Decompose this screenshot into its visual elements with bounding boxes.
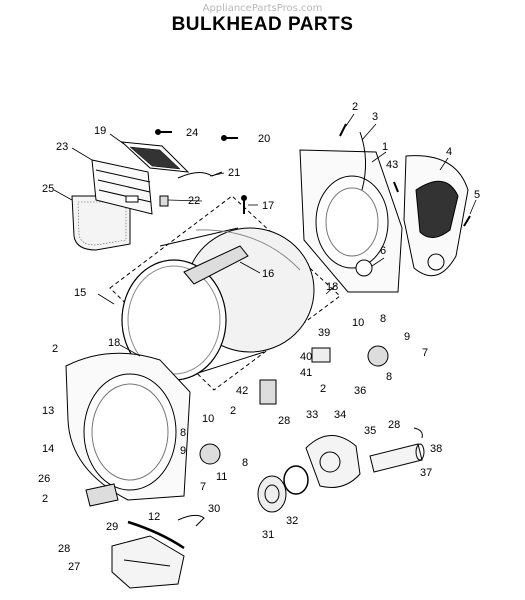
callout-28: 28 (58, 543, 70, 555)
callout-9: 9 (404, 331, 410, 343)
part-4-rear-duct[interactable] (403, 155, 469, 277)
callout-42: 42 (236, 385, 248, 397)
callout-24: 24 (186, 127, 198, 139)
callout-32: 32 (286, 515, 298, 527)
part-1-rear-bulkhead[interactable] (299, 149, 403, 293)
diagram-title: BULKHEAD PARTS (171, 14, 354, 35)
callout-8: 8 (242, 457, 248, 469)
callout-40: 40 (300, 351, 312, 363)
callout-33: 33 (306, 409, 318, 421)
site-watermark: AppliancePartsPros.com (202, 3, 323, 14)
callout-27: 27 (68, 561, 80, 573)
callout-labels: 1 2 3 4 5 43 6 17 16 15 18 18 19 23 25 2… (38, 101, 480, 573)
callout-41: 41 (300, 367, 312, 379)
callout-12: 12 (148, 511, 160, 523)
callout-36: 36 (354, 385, 366, 397)
leader-lines (53, 113, 477, 357)
callout-3: 3 (372, 111, 378, 123)
callout-34: 34 (334, 409, 346, 421)
part-26-pad[interactable] (85, 483, 119, 507)
callout-20: 20 (258, 133, 270, 145)
callout-38: 38 (430, 443, 442, 455)
part-13-front-bulkhead[interactable] (65, 352, 191, 501)
callout-10: 10 (202, 413, 214, 425)
part-43-screw[interactable] (393, 181, 399, 193)
part-10-roller-left[interactable] (199, 443, 221, 465)
callout-21: 21 (228, 167, 240, 179)
callout-19: 19 (94, 125, 106, 137)
part-31-blower-wheel[interactable] (257, 475, 287, 513)
callout-11: 11 (216, 471, 227, 483)
callout-31: 31 (262, 529, 274, 541)
callout-7: 7 (200, 481, 206, 493)
part-21-harness[interactable] (177, 171, 223, 179)
part-19-grille[interactable] (120, 141, 190, 173)
callout-8: 8 (180, 427, 186, 439)
callout-37: 37 (420, 467, 432, 479)
callout-35: 35 (364, 425, 376, 437)
part-23-lint-duct[interactable] (91, 159, 153, 215)
callout-4: 4 (446, 146, 452, 158)
part-16-baffle[interactable] (183, 245, 249, 285)
callout-2: 2 (320, 383, 326, 395)
part-2-screw-top[interactable] (339, 123, 347, 137)
callout-14: 14 (42, 443, 54, 455)
callout-9: 9 (180, 445, 186, 457)
callout-1: 1 (382, 141, 388, 153)
part-42-plate[interactable] (259, 379, 277, 405)
part-22-clip[interactable] (159, 195, 169, 207)
part-39-bracket[interactable] (311, 347, 331, 363)
callout-8: 8 (386, 371, 392, 383)
part-27-duct[interactable] (111, 535, 185, 589)
callout-18: 18 (108, 337, 120, 349)
callout-2: 2 (230, 405, 236, 417)
part-3-wire[interactable] (359, 131, 366, 191)
part-37-exhaust-duct[interactable] (369, 443, 425, 473)
part-5-screw[interactable] (463, 215, 471, 227)
part-24-screw[interactable] (155, 129, 173, 135)
callout-15: 15 (74, 287, 86, 299)
part-30-clip[interactable] (177, 514, 205, 527)
callout-28: 28 (388, 419, 400, 431)
callout-25: 25 (42, 183, 54, 195)
part-32-gasket[interactable] (283, 465, 309, 495)
part-33-blower-housing[interactable] (305, 435, 361, 488)
part-20-screw[interactable] (221, 135, 239, 141)
callout-23: 23 (56, 141, 68, 153)
callout-17: 17 (262, 200, 274, 212)
callout-2: 2 (52, 343, 58, 355)
callout-29: 29 (106, 521, 118, 533)
callout-43: 43 (386, 159, 398, 171)
callout-26: 26 (38, 473, 50, 485)
callout-7: 7 (422, 347, 428, 359)
part-38-clamp[interactable] (413, 427, 423, 439)
callout-10: 10 (352, 317, 364, 329)
callout-2: 2 (42, 493, 48, 505)
callout-2: 2 (352, 101, 358, 113)
callout-5: 5 (474, 189, 480, 201)
callout-6: 6 (380, 245, 386, 257)
callout-30: 30 (208, 503, 220, 515)
part-25-lint-screen[interactable] (71, 195, 131, 251)
part-10-roller-right[interactable] (367, 345, 389, 367)
callout-18: 18 (326, 281, 338, 293)
callout-22: 22 (188, 195, 200, 207)
callout-28: 28 (278, 415, 290, 427)
part-17-screw[interactable] (241, 195, 247, 215)
callout-16: 16 (262, 268, 274, 280)
callout-39: 39 (318, 327, 330, 339)
callout-8: 8 (380, 313, 386, 325)
callout-13: 13 (42, 405, 54, 417)
part-29-seal[interactable] (127, 520, 185, 550)
